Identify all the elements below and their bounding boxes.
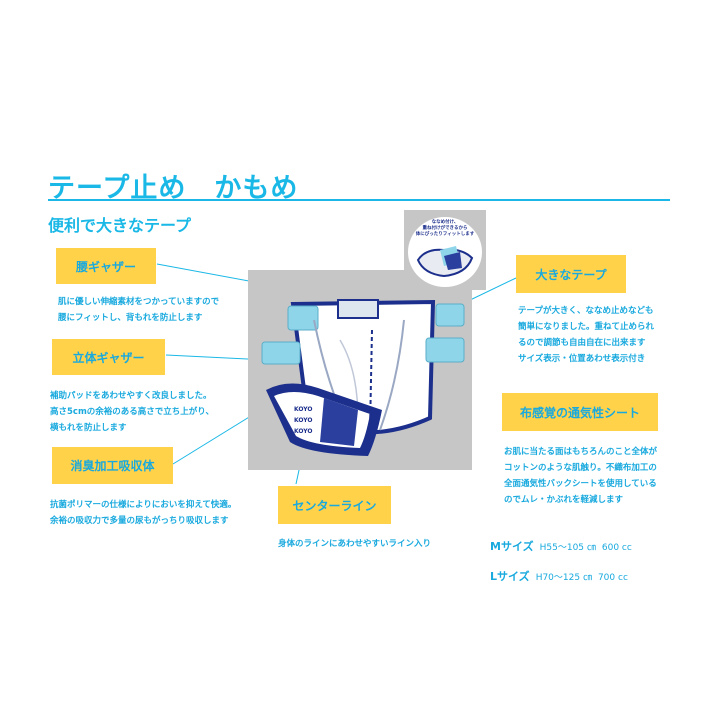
size-range: H70～125 ㎝ xyxy=(535,573,592,583)
desc-breathable-sheet: お肌に当たる面はもちろんのこと全体が コットンのような肌触り。不織布加工の 全面… xyxy=(504,444,657,508)
inset-caption-line: ななめ付け、 xyxy=(431,220,459,225)
title-rule xyxy=(48,199,670,201)
label-breathable-sheet: 布感覚の通気性シート xyxy=(502,393,658,431)
desc-line: テープが大きく、ななめ止めなども xyxy=(518,306,654,316)
label-center-line: センターライン xyxy=(278,486,391,524)
inset-photo xyxy=(404,210,486,290)
inset-caption-line: 体にぴったりフィットします xyxy=(415,232,475,237)
size-name: Lサイズ xyxy=(490,570,530,583)
desc-waist-gather: 肌に優しい伸縮素材をつかっていますので 腰にフィットし、背もれを防止します xyxy=(58,294,219,326)
size-volume: 700 cc xyxy=(597,573,628,583)
desc-line: 高さ5cmの余裕のある高さで立ち上がり、 xyxy=(50,407,214,417)
page-subtitle: 便利で大きなテープ xyxy=(48,216,192,235)
leader-big-tape xyxy=(465,277,517,303)
label-standing-gather: 立体ギャザー xyxy=(52,339,165,375)
size-m: Mサイズ H55～105 ㎝ 600 cc xyxy=(490,538,638,554)
desc-line: のでムレ・かぶれを軽減します xyxy=(504,495,624,505)
desc-line: お肌に当たる面はもちろんのこと全体が xyxy=(504,447,658,457)
tape-detail-illustration-icon xyxy=(408,217,482,287)
pad-print-text: KOYO xyxy=(294,417,313,424)
desc-line: 補助パッドをあわせやすく改良しました。 xyxy=(50,391,212,401)
desc-line: コットンのような肌触り。不織布加工の xyxy=(504,463,657,473)
diaper-illustration-icon xyxy=(261,299,465,456)
desc-center-line: 身体のラインにあわせやすいライン入り xyxy=(278,536,431,552)
desc-line: 抗菌ポリマーの仕様によりにおいを抑えて快適。 xyxy=(50,500,237,510)
desc-line: 余裕の吸収力で多量の尿もがっちり吸収します xyxy=(50,516,229,526)
desc-big-tape: テープが大きく、ななめ止めなども 簡単になりました。重ねて止められ るので調節も… xyxy=(518,303,654,367)
desc-line: 身体のラインにあわせやすいライン入り xyxy=(278,539,432,549)
desc-line: るので調節も自由自在に出来ます xyxy=(518,338,646,348)
label-waist-gather: 腰ギャザー xyxy=(56,248,156,284)
inset-caption-line: 重ね付けができるから xyxy=(422,226,468,231)
label-big-tape: 大きなテープ xyxy=(516,255,626,293)
pad-print-text: KOYO xyxy=(294,428,313,435)
desc-line: 腰にフィットし、背もれを防止します xyxy=(58,313,203,323)
size-name: Mサイズ xyxy=(490,540,534,553)
pad-print-text: KOYO xyxy=(294,406,313,413)
desc-line: 簡単になりました。重ねて止められ xyxy=(518,322,655,332)
desc-line: 全面通気性バックシートを使用している xyxy=(504,479,657,489)
size-volume: 600 cc xyxy=(601,543,632,553)
desc-line: 横もれを防止します xyxy=(50,423,127,433)
desc-line: サイズ表示・位置あわせ表示付き xyxy=(518,354,646,364)
page-title: テープ止め かもめ xyxy=(48,173,299,204)
size-range: H55～105 ㎝ xyxy=(539,543,596,553)
label-deodorant-absorber: 消臭加工吸収体 xyxy=(52,447,173,484)
desc-standing-gather: 補助パッドをあわせやすく改良しました。 高さ5cmの余裕のある高さで立ち上がり、… xyxy=(50,388,214,436)
desc-line: 肌に優しい伸縮素材をつかっていますので xyxy=(58,297,220,307)
desc-deodorant-absorber: 抗菌ポリマーの仕様によりにおいを抑えて快適。 余裕の吸収力で多量の尿もがっちり吸… xyxy=(50,497,236,529)
pad-print: KOYO KOYO KOYO xyxy=(294,404,324,437)
size-l: Lサイズ H70～125 ㎝ 700 cc xyxy=(490,568,634,584)
inset-caption: ななめ付け、 重ね付けができるから 体にぴったりフィットします xyxy=(408,220,482,238)
product-photo xyxy=(248,270,472,470)
